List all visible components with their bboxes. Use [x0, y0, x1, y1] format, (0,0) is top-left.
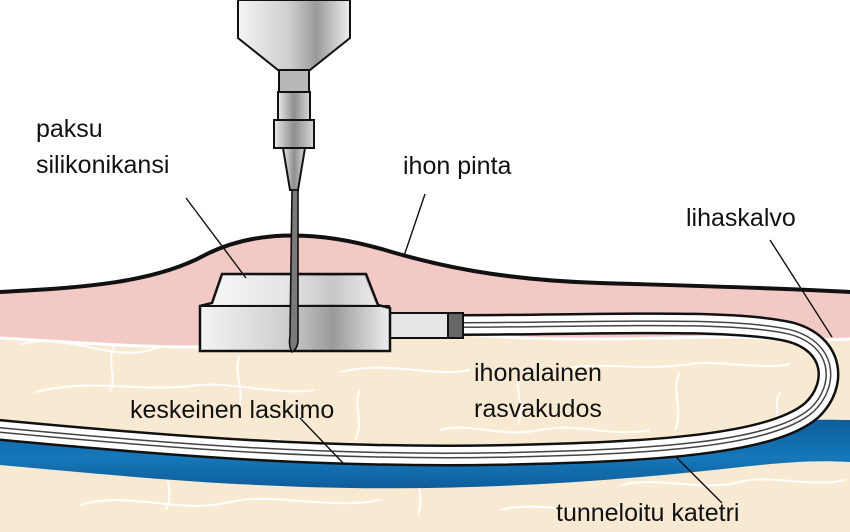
- label-subcutaneous-fat-line1: ihonalainen: [474, 359, 602, 387]
- leader-skin-surface: [404, 194, 425, 256]
- label-thick-silicone-cap-line2: silikonikansi: [36, 151, 169, 179]
- label-subcutaneous-fat-line2: rasvakudos: [474, 395, 602, 423]
- label-skin-surface: ihon pinta: [403, 152, 512, 180]
- label-muscle-fascia: lihaskalvo: [686, 204, 796, 232]
- label-thick-silicone-cap-line1: paksu: [36, 115, 103, 143]
- label-tunneled-catheter: tunneloitu katetri: [556, 499, 739, 527]
- label-central-vein: keskeinen laskimo: [130, 396, 334, 424]
